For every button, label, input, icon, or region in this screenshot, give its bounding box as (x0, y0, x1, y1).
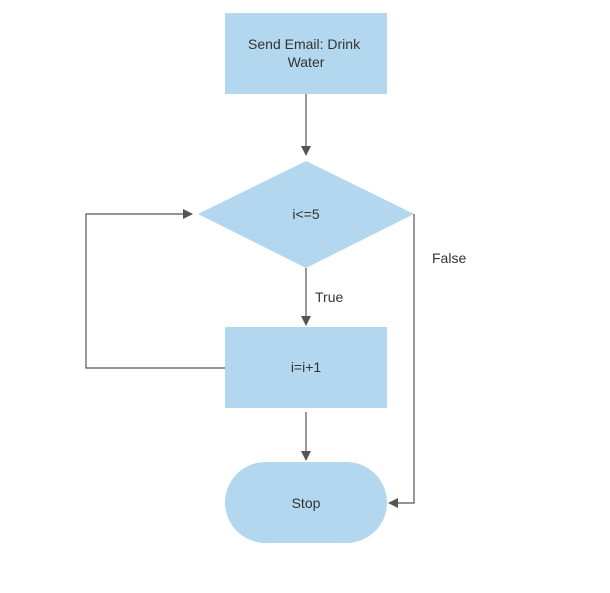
send-email-node: Send Email: Drink Water (225, 13, 387, 94)
true-edge-label: True (315, 289, 343, 305)
condition-diamond (198, 161, 414, 268)
send-email-box (225, 13, 387, 94)
false-edge-label: False (432, 250, 466, 266)
condition-label: i<=5 (292, 206, 319, 222)
send-email-label-line1: Send Email: Drink (248, 36, 361, 52)
increment-box (225, 327, 387, 408)
increment-label: i=i+1 (291, 359, 322, 375)
increment-node: i=i+1 (225, 327, 387, 408)
send-email-label-line2: Water (288, 54, 325, 70)
stop-label: Stop (292, 495, 321, 511)
send-email-label: Send Email: Drink Water (248, 36, 364, 70)
stop-node: Stop (225, 462, 387, 543)
stop-terminator (225, 462, 387, 543)
condition-node: i<=5 (198, 161, 414, 268)
edge-loop-back (85, 209, 225, 369)
edge-condition-to-stop (388, 214, 415, 508)
